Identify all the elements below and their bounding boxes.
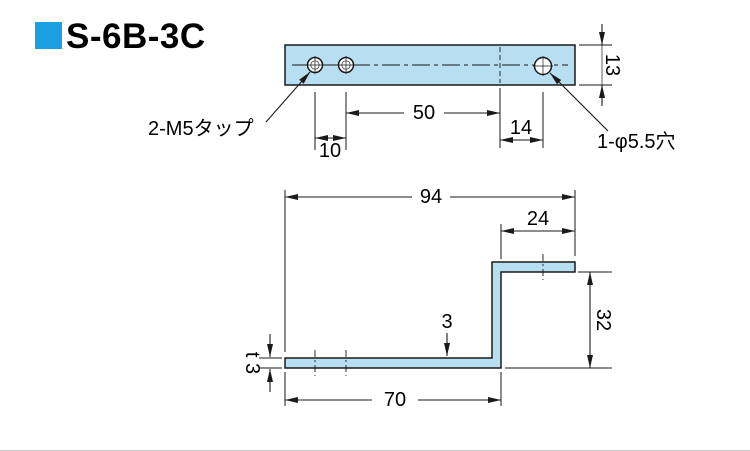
dim-14: 14	[500, 117, 543, 143]
tap-label: 2-M5タップ	[148, 117, 254, 140]
dim-24: 24	[500, 208, 575, 259]
dim-text-14: 14	[510, 117, 532, 139]
tap-callout: 2-M5タップ	[148, 71, 311, 140]
dim-text-94: 94	[420, 186, 442, 208]
dim-50: 50	[346, 102, 500, 124]
leader-line	[549, 72, 609, 132]
hole-label: 1-φ5.5穴	[597, 130, 676, 153]
tap-hole-2	[337, 56, 355, 74]
dim-text-32: 32	[592, 309, 614, 331]
dim-32: 32	[505, 271, 614, 369]
dim-70: 70	[284, 372, 502, 411]
leader-line	[265, 71, 311, 123]
dim-94: 94	[284, 186, 576, 352]
dim-13: 13	[579, 24, 623, 106]
dim-10: 10	[315, 135, 346, 162]
hole-callout: 1-φ5.5穴	[549, 72, 676, 153]
dim-text-24: 24	[527, 208, 549, 230]
part-number: S-6B-3C	[66, 17, 206, 56]
dim-3: 3	[441, 311, 453, 356]
dim-t3: t 3	[241, 334, 282, 392]
side-view: 94 24 32 3 t 3	[241, 186, 614, 411]
dim-text-70: 70	[384, 389, 406, 411]
top-view: 13 50 14 10 2-M5タップ 1-	[148, 24, 676, 162]
bracket-body	[284, 261, 576, 369]
header: S-6B-3C	[35, 17, 206, 56]
brand-square	[35, 22, 62, 49]
tap-hole-1	[306, 56, 324, 74]
round-hole	[533, 56, 553, 76]
dim-text-3: 3	[441, 311, 452, 333]
dim-text-50: 50	[413, 102, 435, 124]
dim-text-13: 13	[601, 54, 623, 76]
dim-text-t3: t 3	[241, 352, 263, 374]
dim-text-10: 10	[319, 140, 341, 162]
